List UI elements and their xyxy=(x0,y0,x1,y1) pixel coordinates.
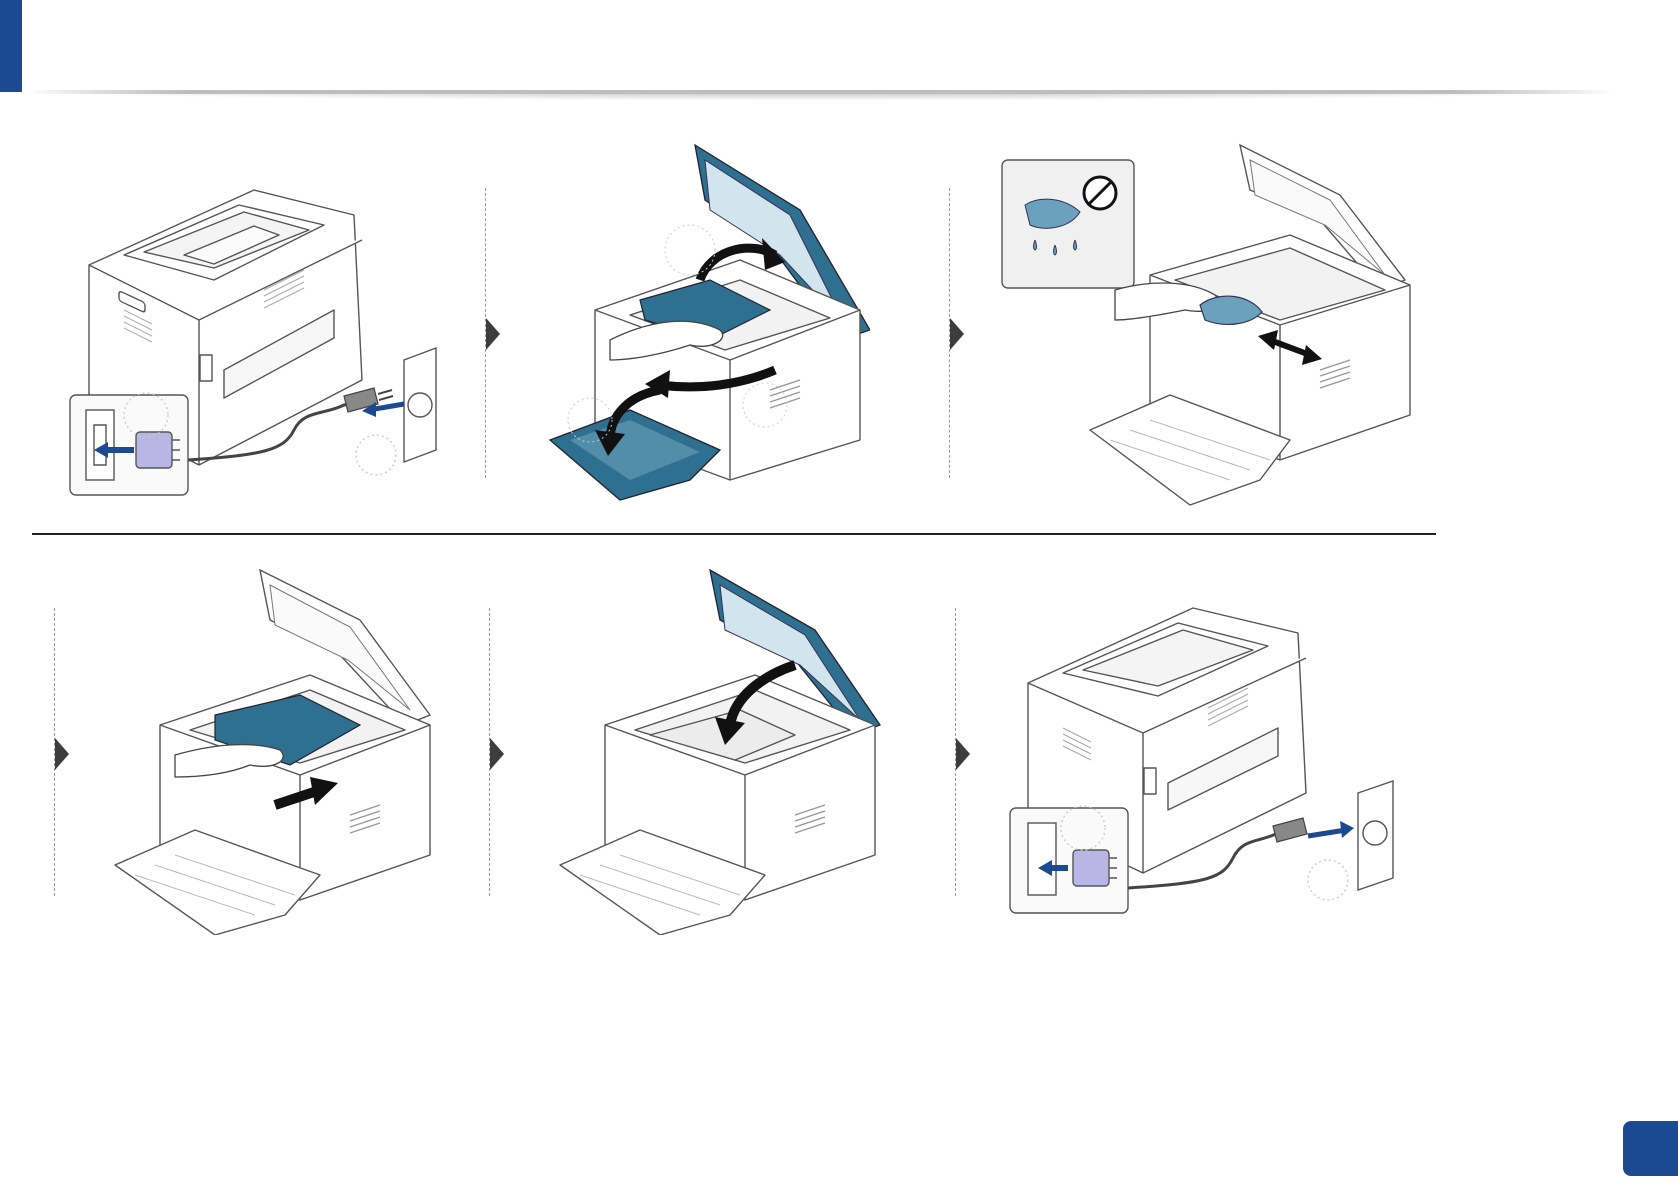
header-rule xyxy=(30,90,1610,100)
page-number xyxy=(1623,1121,1678,1176)
page-number-badge xyxy=(1623,1121,1678,1176)
step-arrow-icon xyxy=(956,738,970,770)
row-divider xyxy=(32,533,1436,535)
step-arrow-icon xyxy=(486,318,500,350)
wipe-inside-with-dry-cloth-icon xyxy=(1000,140,1420,510)
plug-in-power-cord-icon xyxy=(1008,588,1408,918)
open-cover-remove-cartridge-icon xyxy=(540,140,870,510)
step-arrow-icon xyxy=(490,738,504,770)
unplug-power-cord-icon xyxy=(64,160,464,500)
reinsert-cartridge-icon xyxy=(110,565,450,935)
section-tab xyxy=(0,0,22,92)
step-arrow-icon xyxy=(950,318,964,350)
step-arrow-icon xyxy=(55,738,69,770)
close-cover-icon xyxy=(555,565,895,935)
no-wet-cloth-icon xyxy=(1002,160,1134,288)
